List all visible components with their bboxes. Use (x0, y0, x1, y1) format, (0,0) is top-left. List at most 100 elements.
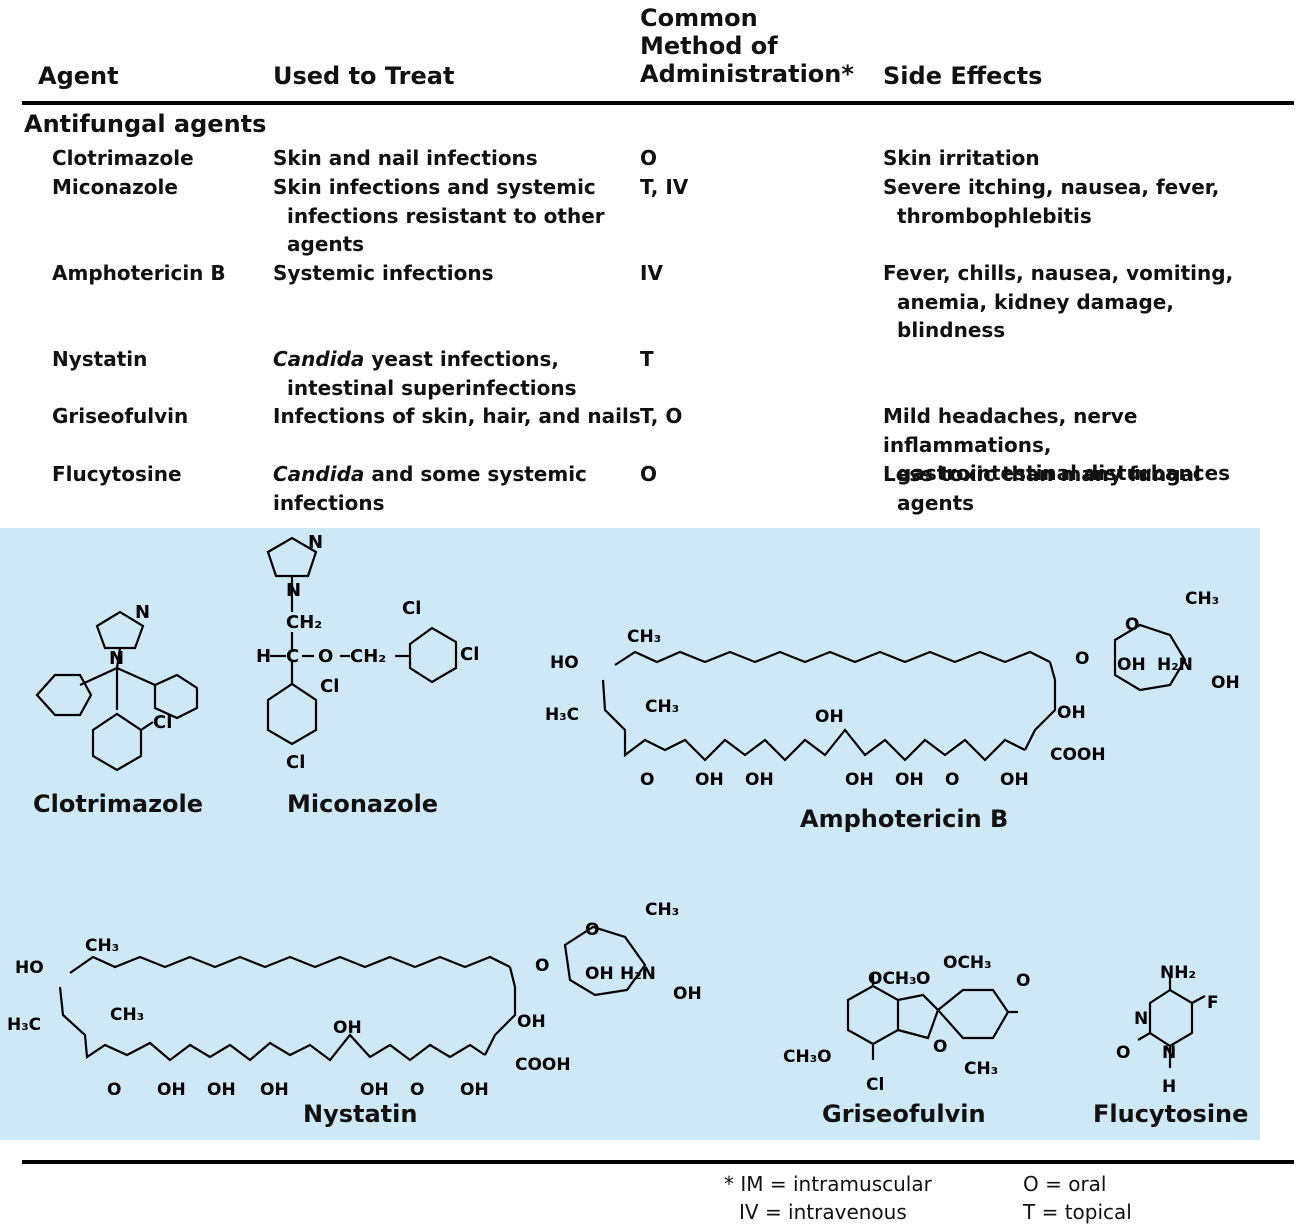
side-effects: Fever, chills, nausea, vomiting, anemia,… (883, 259, 1233, 345)
svg-text:COOH: COOH (1050, 745, 1106, 765)
text-line: infections resistant to other (287, 203, 605, 228)
header-method-line: Administration* (640, 60, 854, 88)
text-line: agents (897, 490, 975, 515)
text-line: Skin irritation (883, 146, 1040, 170)
svg-text:OH: OH (1117, 655, 1146, 675)
svg-text:COOH: COOH (515, 1055, 571, 1075)
svg-text:Cl: Cl (286, 752, 305, 772)
header-side-effects: Side Effects (883, 62, 1043, 90)
text-line: Infections of skin, hair, and nails (273, 404, 641, 428)
svg-text:CH₃: CH₃ (964, 1059, 998, 1079)
footnote-line: * IM = intramuscular (724, 1172, 932, 1196)
side-effects: Severe itching, nausea, fever, thromboph… (883, 173, 1219, 230)
text-line: infections (273, 490, 385, 515)
svg-text:N: N (286, 580, 301, 601)
footer-rule (22, 1160, 1294, 1164)
svg-text:N: N (308, 532, 323, 553)
svg-text:CH₂: CH₂ (350, 646, 386, 667)
svg-text:CH₂: CH₂ (286, 612, 322, 633)
text-line: Fever, chills, nausea, vomiting, (883, 261, 1234, 285)
footnote-line: IV = intravenous (739, 1200, 907, 1224)
svg-text:CH₃: CH₃ (645, 697, 679, 717)
italic-term: Candida (273, 347, 365, 371)
svg-text:CH₃: CH₃ (85, 936, 119, 956)
header-method-line: Common (640, 4, 758, 32)
svg-text:H: H (1162, 1077, 1176, 1097)
svg-text:H₃C: H₃C (7, 1015, 41, 1035)
svg-text:Cl: Cl (866, 1075, 884, 1095)
header-rule (22, 101, 1294, 105)
svg-text:OH: OH (333, 1018, 362, 1038)
svg-text:O: O (916, 969, 930, 989)
griseofulvin-structure: OCH₃ O OCH₃ O O CH₃O Cl CH₃ (783, 953, 1030, 1095)
used-to-treat: Systemic infections (273, 259, 494, 288)
svg-text:H₃C: H₃C (545, 705, 579, 725)
svg-text:O: O (410, 1080, 424, 1095)
header-agent: Agent (38, 62, 119, 90)
svg-text:OH: OH (460, 1080, 489, 1095)
method: T (640, 347, 654, 371)
svg-text:O: O (535, 956, 549, 976)
svg-text:H₂N: H₂N (1157, 655, 1193, 675)
svg-text:CH₃: CH₃ (1185, 589, 1219, 609)
svg-text:O: O (1075, 649, 1089, 669)
structures-panel (0, 528, 1260, 1140)
text-line: Less toxic than many fungal (883, 462, 1201, 486)
griseofulvin-label: Griseofulvin (822, 1100, 986, 1128)
svg-text:Cl: Cl (402, 598, 421, 619)
svg-text:O: O (640, 770, 654, 790)
text-line: Systemic infections (273, 261, 494, 285)
text-fragment: yeast infections, (364, 347, 560, 371)
miconazole-structure: N N CH₂ H C O CH₂ Cl Cl Cl Cl (256, 532, 479, 772)
header-method-line: Method of (640, 32, 778, 60)
miconazole-label: Miconazole (287, 790, 439, 818)
clotrimazole-label: Clotrimazole (33, 790, 204, 818)
section-title: Antifungal agents (24, 110, 267, 138)
text-line: blindness (897, 318, 1006, 342)
clotrimazole-structure: N N Cl (35, 602, 199, 772)
amphotericin-b-structure: HO CH₃ H₃C CH₃ OH O OH OH OH OH O OH OH … (545, 589, 1240, 790)
svg-text:HO: HO (550, 653, 579, 673)
used-to-treat: Infections of skin, hair, and nails (273, 402, 641, 431)
svg-text:O: O (1125, 615, 1139, 635)
svg-text:OH: OH (207, 1080, 236, 1095)
svg-text:O: O (1116, 1043, 1130, 1063)
header-method: Common Method of Administration* (640, 4, 854, 88)
svg-text:H₂N: H₂N (620, 964, 656, 984)
svg-text:O: O (945, 770, 959, 790)
method: IV (640, 261, 663, 285)
svg-text:OH: OH (1057, 703, 1086, 723)
side-effects: Mild headaches, nerve inflammations, gas… (883, 402, 1302, 488)
text-fragment: and some systemic (364, 462, 587, 486)
amphotericin-b-label: Amphotericin B (800, 805, 1009, 833)
agent-name: Miconazole (52, 175, 178, 199)
used-to-treat: Candida and some systemic infections (273, 460, 587, 517)
svg-text:CH₃: CH₃ (110, 1005, 144, 1025)
footnote-right: O = oral T = topical (1023, 1170, 1132, 1226)
text-line: anemia, kidney damage, (897, 289, 1174, 314)
header-used-to-treat: Used to Treat (273, 62, 455, 90)
text-line: agents (287, 232, 365, 256)
text-line: Severe itching, nausea, fever, (883, 175, 1220, 199)
text-line: Mild headaches, nerve inflammations, (883, 404, 1138, 457)
svg-text:HO: HO (15, 958, 44, 978)
svg-text:OH: OH (1000, 770, 1029, 790)
used-to-treat: Skin and nail infections (273, 144, 538, 173)
svg-text:CH₃O: CH₃O (783, 1047, 832, 1067)
svg-text:F: F (1207, 993, 1219, 1013)
svg-text:OH: OH (745, 770, 774, 790)
svg-text:OH: OH (815, 707, 844, 727)
svg-text:OH: OH (585, 964, 614, 984)
footnote-left: * IM = intramuscular IV = intravenous (724, 1170, 932, 1226)
agent-name: Clotrimazole (52, 146, 194, 170)
text-line: Candida yeast infections, (273, 345, 577, 374)
svg-text:O: O (1016, 971, 1030, 991)
side-effects: Less toxic than many fungal agents (883, 460, 1201, 517)
svg-text:O: O (585, 920, 599, 940)
svg-text:OH: OH (695, 770, 724, 790)
agent-name: Griseofulvin (52, 404, 189, 428)
svg-text:OH: OH (845, 770, 874, 790)
italic-term: Candida (273, 462, 365, 486)
text-line: gastrointestinal disturbances (897, 461, 1231, 485)
svg-text:H: H (256, 646, 271, 667)
